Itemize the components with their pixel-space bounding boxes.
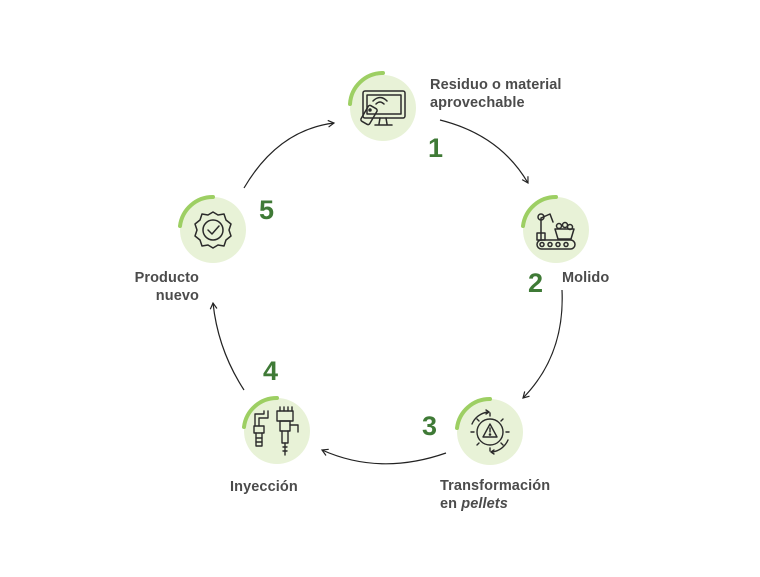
step-5-label: Producto nuevo bbox=[135, 269, 199, 305]
step-2-label: Molido bbox=[562, 269, 609, 287]
step-2-number: 2 bbox=[528, 268, 544, 298]
conveyor-robot-arm-icon bbox=[536, 213, 576, 250]
step-5-label-line2: nuevo bbox=[155, 288, 199, 304]
step-4-number: 4 bbox=[263, 356, 279, 386]
step-1-label: Residuo o material aprovechable bbox=[430, 76, 562, 112]
step-1-label-line2: aprovechable bbox=[430, 95, 525, 111]
step-3-label-line2-prefix: en bbox=[440, 496, 462, 512]
step-4-node bbox=[242, 395, 310, 464]
step-3-label: Transformación en pellets bbox=[440, 477, 550, 513]
arrow-2-to-3 bbox=[522, 289, 563, 399]
step-4-label: Inyección bbox=[230, 478, 298, 496]
step-2-label-line1: Molido bbox=[562, 270, 610, 286]
step-5-label-line1: Producto bbox=[134, 270, 199, 286]
quality-badge-check-icon bbox=[194, 211, 232, 249]
step-5-node bbox=[178, 194, 246, 263]
arrow-1-to-2 bbox=[439, 119, 529, 185]
step-1-number: 1 bbox=[428, 133, 444, 163]
step-1-label-line1: Residuo o material bbox=[430, 77, 562, 93]
arrow-4-to-5 bbox=[209, 301, 245, 391]
step-3-number: 3 bbox=[422, 411, 438, 441]
step-3-node bbox=[455, 396, 523, 465]
arrow-5-to-1 bbox=[243, 119, 336, 189]
step-4-label-line1: Inyección bbox=[230, 479, 298, 495]
injection-nozzle-icon bbox=[253, 406, 299, 456]
step-2-node bbox=[521, 194, 589, 263]
step-1-node bbox=[348, 70, 416, 141]
step-3-label-line1: Transformación bbox=[440, 478, 551, 494]
step-3-label-line2-italic: pellets bbox=[461, 496, 508, 512]
arrow-3-to-4 bbox=[320, 448, 447, 465]
gear-cycle-warning-icon bbox=[470, 409, 510, 455]
step-3-label-line2: en pellets bbox=[440, 495, 550, 513]
step-5-number: 5 bbox=[259, 195, 275, 225]
monitor-remote-icon bbox=[360, 90, 406, 126]
